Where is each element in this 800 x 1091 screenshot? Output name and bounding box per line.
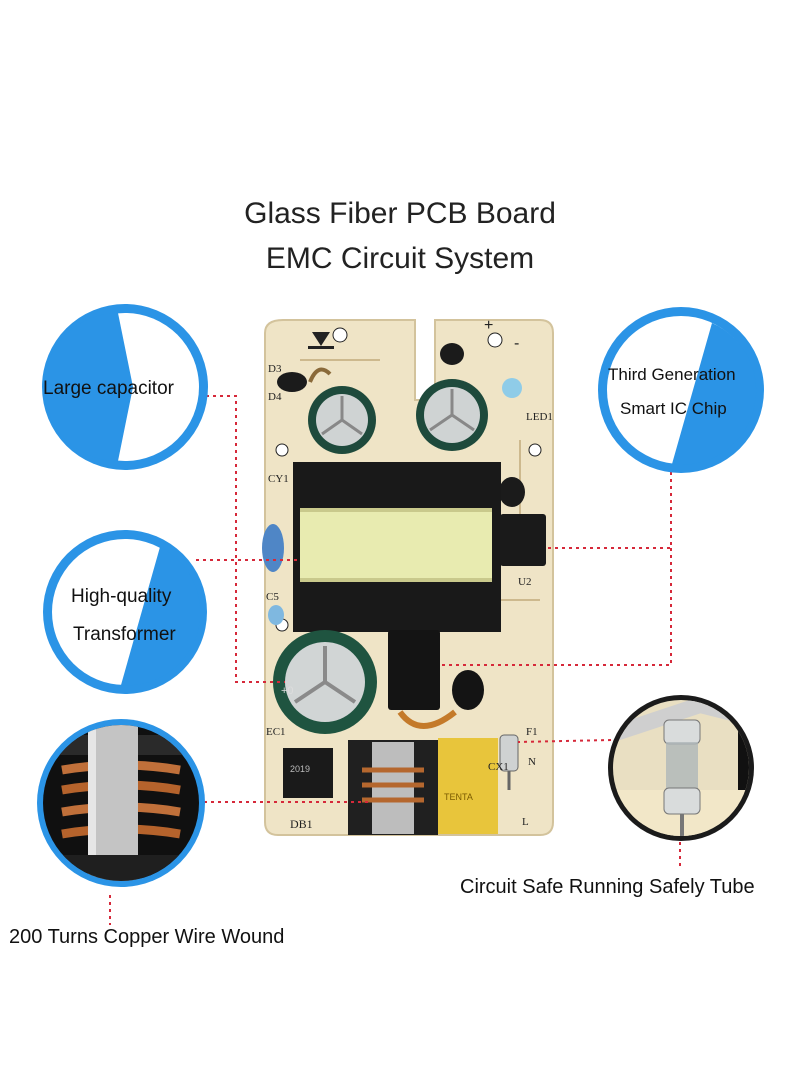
transistor-d3 <box>277 372 307 392</box>
chip-u2 <box>500 514 546 566</box>
zoom-safety-tube <box>608 695 754 841</box>
label-safety-tube: Circuit Safe Running Safely Tube <box>460 876 755 898</box>
silk-f1: F1 <box>526 726 538 738</box>
capacitor-c5 <box>268 605 284 625</box>
silk-led1: LED1 <box>526 411 553 423</box>
label-ic-chip-line1: Third Generation <box>608 365 736 384</box>
bridge-db1 <box>283 748 333 798</box>
silk-d4: D4 <box>268 391 282 403</box>
silk-u2: U2 <box>518 576 531 588</box>
title-line-2: EMC Circuit System <box>265 242 535 275</box>
silk-cx-brand: TENTA <box>444 792 473 802</box>
silk-ec1: EC1 <box>266 726 286 738</box>
capacitor-top-left <box>308 386 376 454</box>
silk-c5: C5 <box>266 591 279 603</box>
silk-cx1: CX1 <box>488 761 509 773</box>
title-line-1: Glass Fiber PCB Board <box>244 197 556 230</box>
diode-d4 <box>308 332 334 349</box>
common-mode-choke <box>348 740 438 835</box>
connector-lines <box>109 395 681 925</box>
silk-n: N <box>528 756 536 768</box>
transistor-right <box>499 477 525 507</box>
capacitor-cx1 <box>438 738 498 834</box>
capacitor-cy1 <box>262 524 284 572</box>
callout-large-capacitor <box>42 304 208 470</box>
silk-db1: DB1 <box>290 817 313 831</box>
capacitor-ec1 <box>273 630 377 734</box>
silk-chip-mark: 2019 <box>290 764 310 774</box>
label-large-capacitor: Large capacitor <box>43 378 174 399</box>
silk-cap-plus: +0 <box>281 685 294 697</box>
small-capacitor <box>452 670 484 710</box>
label-ic-chip-line2: Smart IC Chip <box>620 399 727 418</box>
callout-ic-chip <box>598 307 764 473</box>
silk-plus: + <box>484 317 493 334</box>
chip-main <box>388 630 440 710</box>
label-transformer-line1: High-quality <box>71 586 172 607</box>
fuse-f1 <box>499 734 519 790</box>
label-copper-wire: 200 Turns Copper Wire Wound <box>9 926 285 948</box>
silk-l: L <box>522 816 529 828</box>
led1 <box>502 378 522 398</box>
silk-minus: - <box>514 335 519 352</box>
zoom-copper-wire <box>37 719 205 887</box>
silk-d3: D3 <box>268 363 282 375</box>
capacitor-top-right <box>416 379 488 451</box>
small-transistor <box>440 343 464 365</box>
silk-cy1: CY1 <box>268 473 289 485</box>
callout-transformer <box>43 530 207 694</box>
transformer <box>293 462 501 632</box>
label-transformer-line2: Transformer <box>73 624 176 645</box>
